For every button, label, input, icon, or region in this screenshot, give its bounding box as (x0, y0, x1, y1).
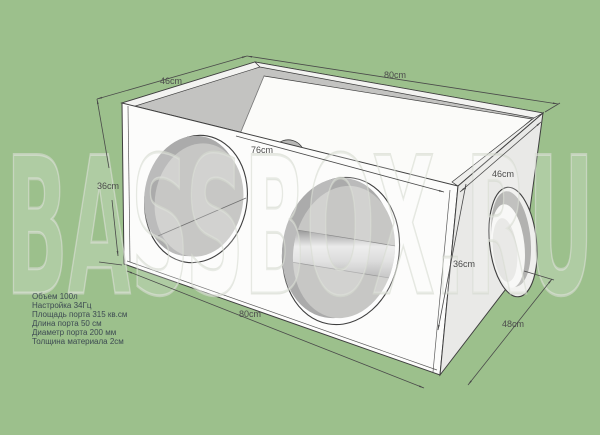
dimensions: 46cm 80cm 76cm 36cm 46cm 36cm 80cm (96, 55, 561, 389)
port-tube-body (285, 228, 406, 281)
dimension-label: 80cm (239, 309, 261, 319)
spec-port-diameter: Диаметр порта 200 мм (32, 328, 116, 337)
front-left-edge-line (127, 105, 131, 263)
dimension-top-left-46cm: 46cm (96, 55, 248, 100)
spec-tuning: Настройка 34Гц (32, 301, 92, 310)
box-front-face (121, 102, 459, 376)
port-hole (488, 186, 538, 298)
dimension-bottom-side-48cm: 48cm (467, 270, 555, 386)
dimension-label: 76cm (251, 145, 273, 155)
dimension-label: 80cm (384, 70, 406, 80)
spec-volume: Объем 100л (32, 292, 78, 301)
dimension-label: 48cm (502, 319, 524, 329)
spec-port-area: Площадь порта 315 кв.см (32, 310, 127, 319)
spec-port-length: Длина порта 50 см (32, 319, 102, 328)
dimension-side-top-46cm: 46cm (459, 121, 542, 193)
watermark-text: BASSBOX.RU (6, 117, 594, 338)
dimension-top-back-80cm: 80cm (246, 55, 561, 113)
port-tube-depth (492, 218, 518, 282)
dimension-label: 46cm (492, 169, 514, 179)
dimension-label: 36cm (453, 259, 475, 269)
dimension-bottom-front-80cm: 80cm (126, 270, 425, 389)
interior-corner-line (157, 197, 247, 237)
speaker-cutout-left (144, 134, 248, 264)
dimension-side-height-36cm: 36cm (437, 183, 475, 331)
dimension-label: 46cm (160, 76, 182, 86)
port-tube-top-line (284, 227, 406, 249)
dimension-inner-width-76cm: 76cm (235, 135, 445, 193)
dimension-left-height-36cm: 36cm (96, 98, 123, 266)
dimension-label: 36cm (97, 181, 119, 191)
specs-block: Объем 100л Настройка 34Гц Площадь порта … (32, 292, 127, 346)
spec-material-thickness: Толщина материала 2см (32, 337, 124, 346)
